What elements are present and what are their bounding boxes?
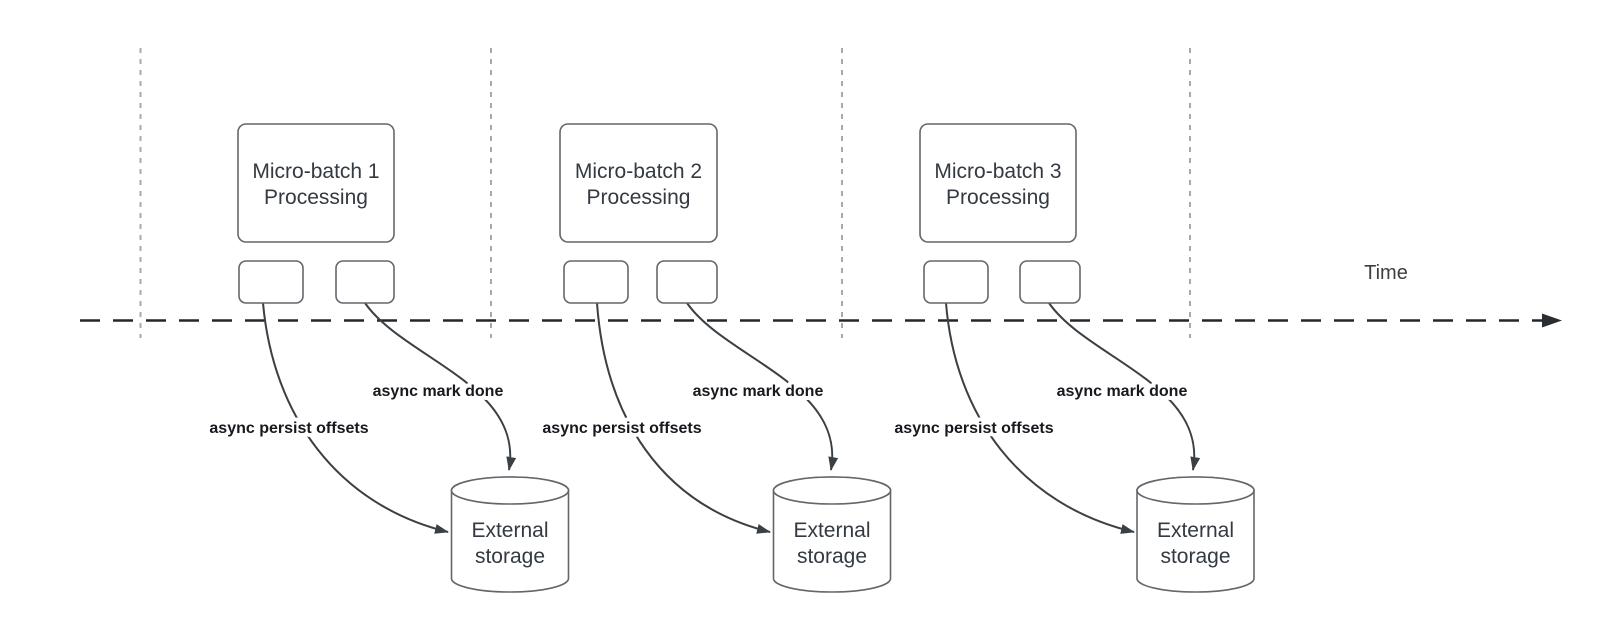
- processing-box-title-line2: Processing: [587, 186, 691, 209]
- mark-done-arrow: [686, 302, 839, 471]
- mark-done-label: async mark done: [693, 383, 824, 400]
- persist-offsets-label: async persist offsets: [209, 420, 368, 437]
- processing-box: [237, 123, 395, 243]
- storage-cylinder-top: [450, 476, 570, 505]
- storage-label-line2: storage: [797, 545, 867, 568]
- persist-offsets-label: async persist offsets: [542, 420, 701, 437]
- processing-box-title-line1: Micro-batch 3: [934, 160, 1061, 183]
- mark-done-task-box: [335, 260, 395, 304]
- mark-done-label: async mark done: [373, 383, 504, 400]
- persist-task-box: [563, 260, 629, 304]
- processing-box-title-line1: Micro-batch 2: [575, 160, 702, 183]
- storage-cylinder-top: [1136, 476, 1255, 505]
- storage-label-line1: External: [793, 519, 870, 542]
- processing-box: [919, 123, 1077, 243]
- persist-task-box: [238, 260, 304, 304]
- batch-group-1: Micro-batch 1 Processing External storag…: [205, 123, 570, 593]
- mark-done-arrow: [1048, 302, 1201, 471]
- persist-offsets-arrow: [262, 302, 449, 534]
- processing-box-title-line1: Micro-batch 1: [252, 160, 379, 183]
- mark-done-task-box: [656, 260, 718, 304]
- storage-cylinder-top: [772, 476, 892, 505]
- persist-offsets-label: async persist offsets: [894, 420, 1053, 437]
- mark-done-task-box: [1019, 260, 1081, 304]
- batch-group-3: Micro-batch 3 Processing External storag…: [890, 123, 1255, 593]
- time-axis-label: Time: [1364, 262, 1408, 284]
- processing-box-title-line2: Processing: [264, 186, 368, 209]
- persist-offsets-arrow: [596, 302, 771, 534]
- persist-offsets-arrow: [945, 302, 1135, 534]
- storage-label-line1: External: [1157, 519, 1234, 542]
- persist-task-box: [923, 260, 989, 304]
- storage-label-line2: storage: [1160, 545, 1230, 568]
- storage-label-line2: storage: [475, 545, 545, 568]
- batch-group-2: Micro-batch 2 Processing External storag…: [538, 123, 892, 593]
- mark-done-arrow: [364, 302, 517, 471]
- mark-done-label: async mark done: [1057, 383, 1188, 400]
- storage-label-line1: External: [471, 519, 548, 542]
- processing-box: [559, 123, 718, 243]
- processing-box-title-line2: Processing: [946, 186, 1050, 209]
